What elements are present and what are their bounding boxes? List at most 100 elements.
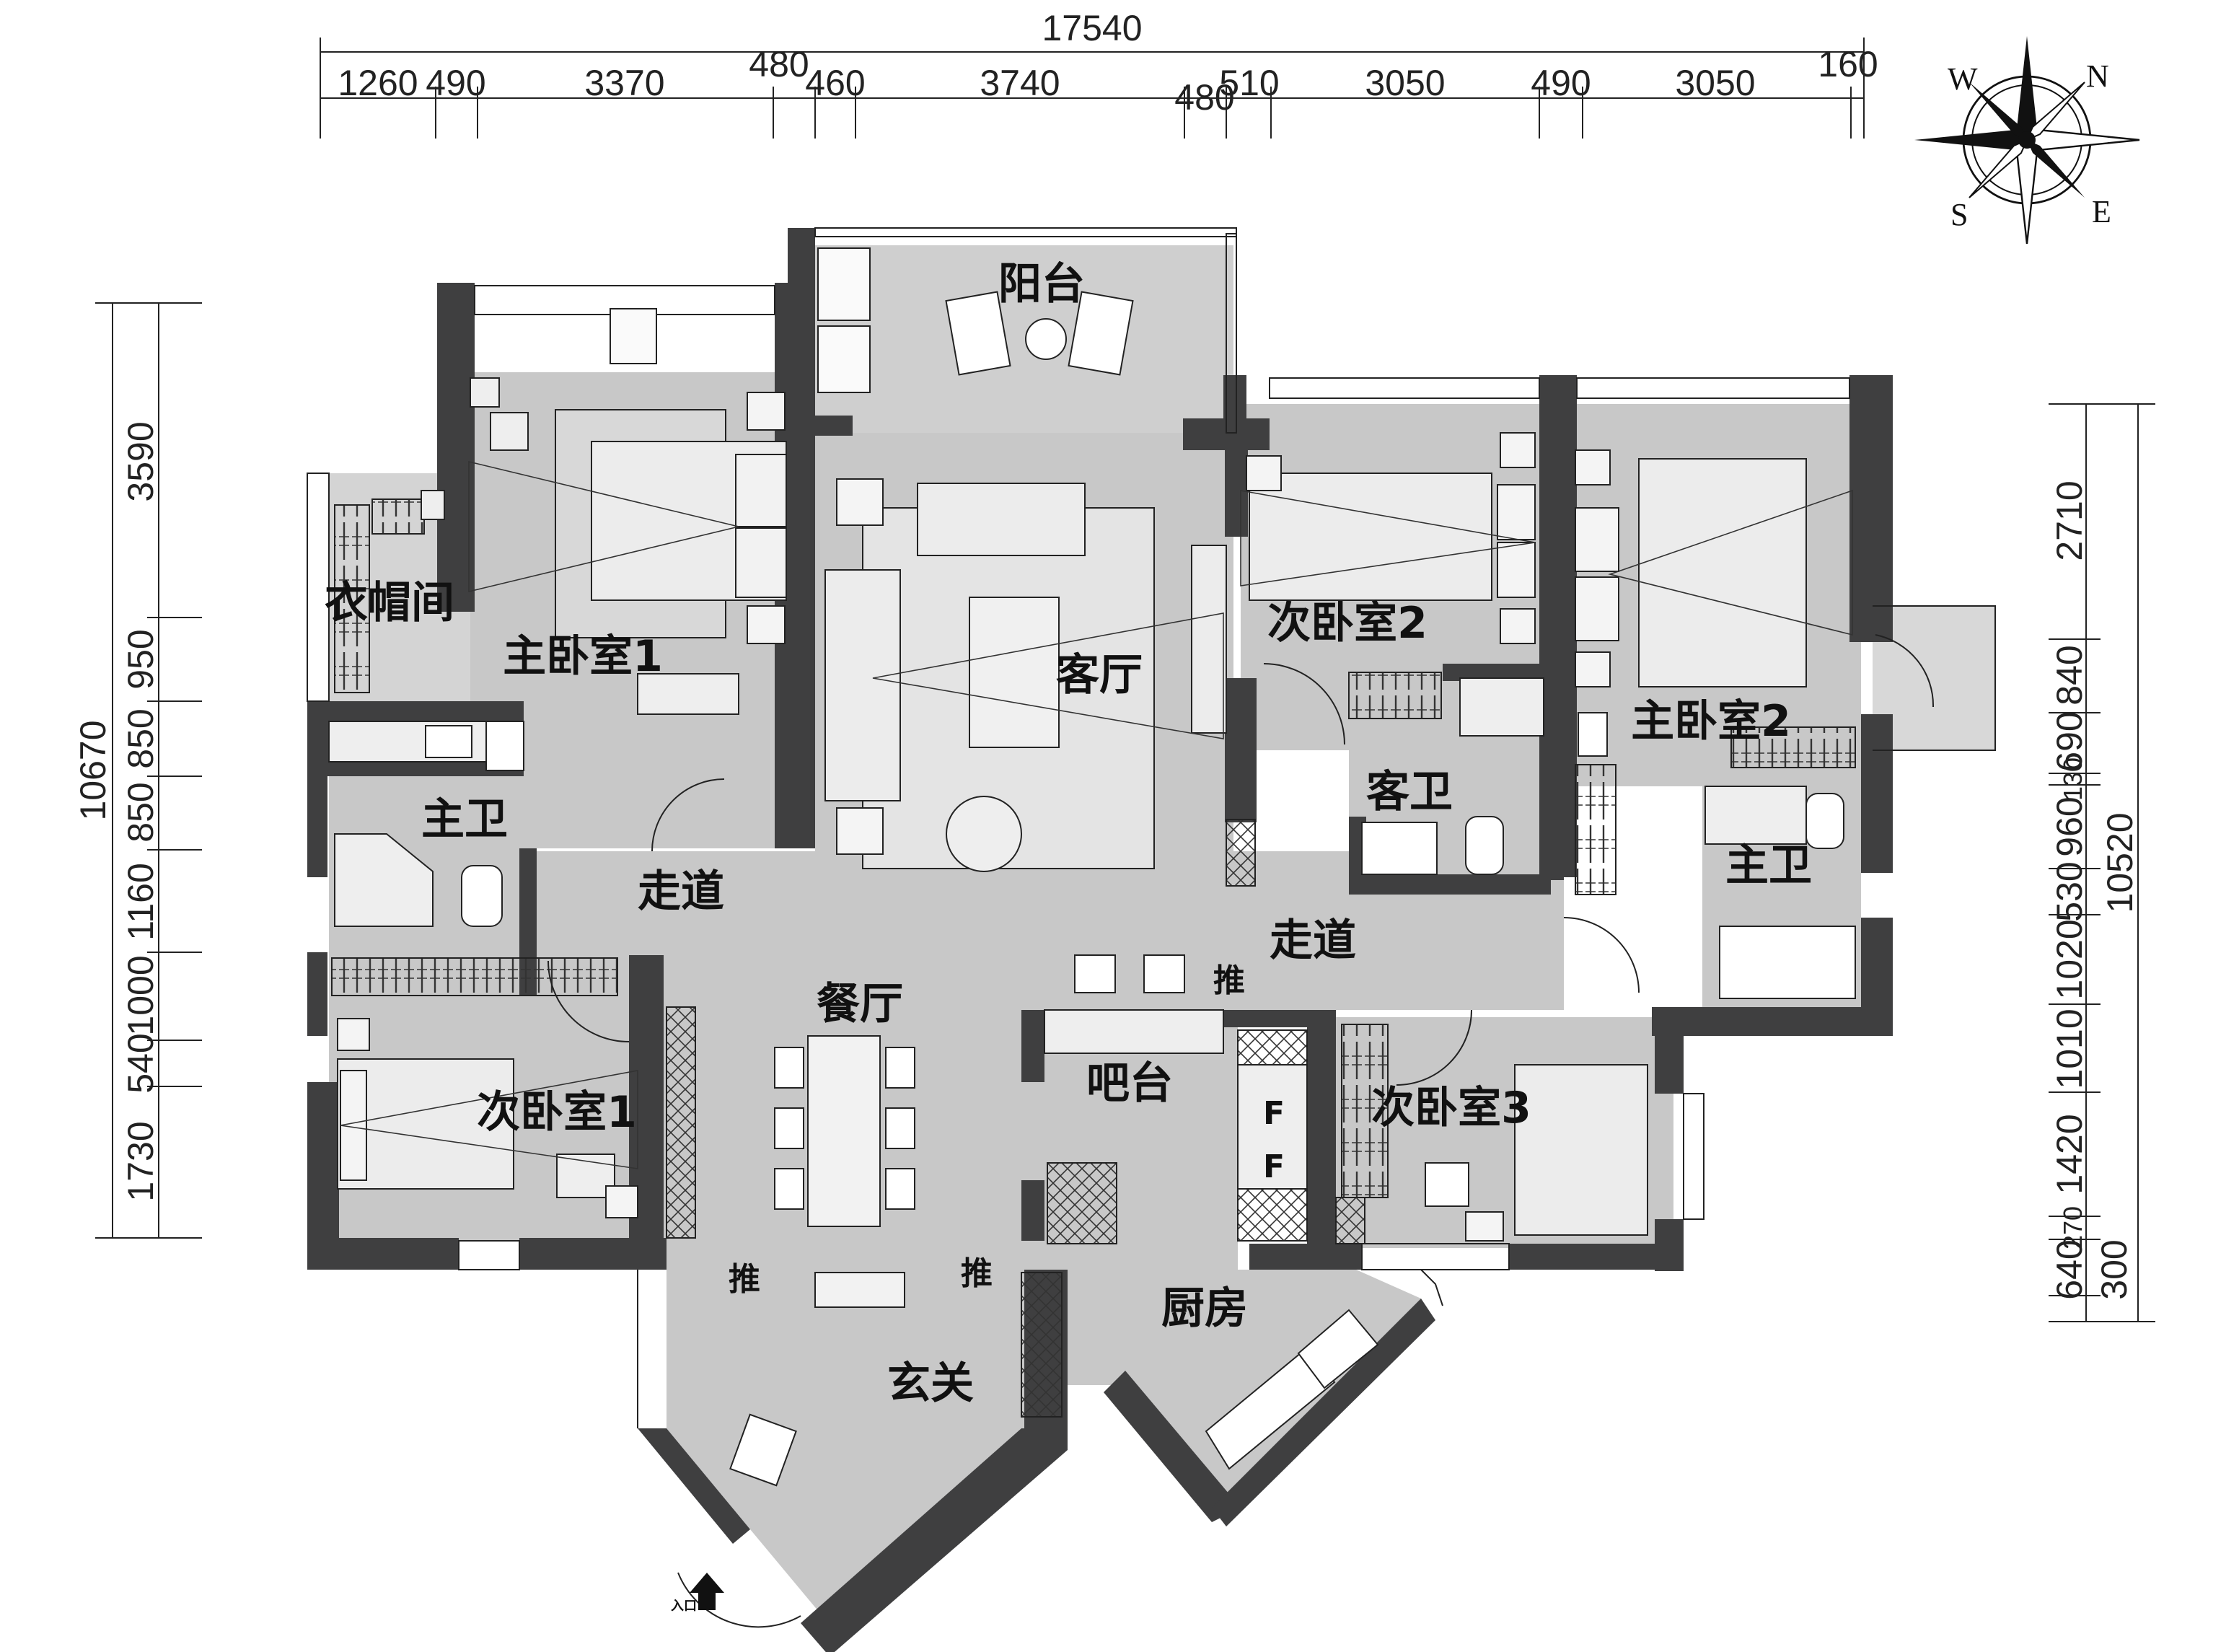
compass-icon bbox=[1914, 36, 2140, 245]
nightstand-sb1 bbox=[605, 1185, 638, 1218]
dining-chair-3 bbox=[774, 1168, 804, 1210]
compass-letters: W N S E bbox=[1948, 58, 2111, 232]
nightstand-mb1-a bbox=[747, 392, 786, 431]
label-secondary-bedroom-1: 次卧室1 bbox=[477, 1087, 637, 1138]
window-sb3-east bbox=[1683, 1093, 1704, 1220]
dim-top-3: 3370 bbox=[584, 63, 664, 103]
washer-balcony bbox=[817, 247, 871, 321]
label-bar-counter: 吧台 bbox=[1086, 1058, 1173, 1109]
dim-right-11: 640 bbox=[2049, 1239, 2090, 1299]
window-balcony-north bbox=[814, 227, 1237, 237]
tall-cabinet-b bbox=[1237, 1188, 1308, 1242]
wall-bar-west-b bbox=[1021, 1180, 1044, 1241]
label-push-3: 推 bbox=[1213, 962, 1245, 999]
stove-kitchen bbox=[1205, 1348, 1336, 1470]
label-push-1: 推 bbox=[729, 1261, 760, 1298]
wardrobe-sb3 bbox=[1341, 1024, 1389, 1198]
pillow-sb2-b bbox=[1497, 542, 1536, 598]
pillow-sb2-a bbox=[1497, 484, 1536, 540]
vanity-mb2 bbox=[1704, 786, 1807, 845]
label-dining-room: 餐厅 bbox=[817, 979, 903, 1029]
wall-sb1-west-a bbox=[307, 952, 327, 1036]
pillow-mb2-b bbox=[1575, 576, 1619, 641]
compass-n: N bbox=[2086, 58, 2109, 94]
door-entry bbox=[677, 1572, 801, 1628]
label-master-bedroom-2: 主卧室2 bbox=[1631, 696, 1791, 747]
chair-balcony-b bbox=[1068, 291, 1134, 376]
nightstand-sb2-a bbox=[1500, 432, 1536, 468]
wardrobe-sb2 bbox=[1348, 672, 1442, 719]
tv-console bbox=[1191, 545, 1227, 734]
shower-mb1 bbox=[334, 833, 434, 927]
dimension-right-labels: 10520 2710 840 690 130 960 530 1020 1010… bbox=[2049, 480, 2140, 1299]
dim-right-1: 2710 bbox=[2049, 480, 2090, 561]
furniture bbox=[328, 247, 1856, 1487]
wall-living-east-a bbox=[1225, 450, 1248, 537]
small-balcony-floor bbox=[1873, 606, 1995, 750]
lamp-sb1 bbox=[337, 1018, 370, 1051]
toilet-guest bbox=[1465, 816, 1504, 875]
compass-s: S bbox=[1950, 197, 1968, 232]
wall-fridge-east bbox=[1307, 1010, 1336, 1270]
vanity-guest bbox=[1361, 822, 1438, 875]
wardrobe-sb1 bbox=[331, 957, 618, 996]
wall-mbath2-south bbox=[1652, 1007, 1893, 1036]
coffee-table-living bbox=[969, 597, 1060, 748]
nightstand-sb2-b bbox=[1500, 608, 1536, 644]
label-corridor-right: 走道 bbox=[1270, 915, 1356, 966]
shower-guest bbox=[1459, 677, 1544, 737]
bar-stool-1 bbox=[1074, 954, 1116, 993]
dining-chair-1 bbox=[774, 1047, 804, 1089]
door-mb1 bbox=[651, 778, 725, 852]
windows bbox=[307, 227, 1996, 1428]
bathtub-mb2 bbox=[1719, 926, 1856, 999]
dim-right-8: 1010 bbox=[2049, 1009, 2090, 1089]
nightstand-mb2-a bbox=[1575, 449, 1611, 486]
dining-chair-5 bbox=[885, 1107, 915, 1149]
door-mb2 bbox=[1563, 917, 1640, 993]
window-small-balcony bbox=[1873, 605, 1996, 751]
wall-ne-col bbox=[1223, 375, 1246, 447]
toilet-mb2 bbox=[1805, 793, 1844, 849]
label-guest-bath: 客卫 bbox=[1366, 767, 1453, 817]
tall-cabinet-a bbox=[1237, 1029, 1308, 1066]
dim-top-8: 510 bbox=[1219, 63, 1279, 103]
doors bbox=[547, 634, 1935, 1628]
dim-right-9: 1420 bbox=[2049, 1114, 2090, 1194]
wall-sb1-south-b bbox=[519, 1238, 667, 1270]
wall-gbath-east bbox=[1547, 664, 1564, 880]
light-mb2 bbox=[1608, 489, 1853, 636]
dim-top-4: 480 bbox=[749, 44, 809, 84]
balcony-floor bbox=[815, 245, 1233, 433]
dim-right-6: 530 bbox=[2049, 861, 2090, 921]
armchair-bench-living bbox=[917, 483, 1086, 556]
wardrobe-mb2-b bbox=[1730, 726, 1856, 768]
nightstand-mb1-b bbox=[747, 605, 786, 644]
wall-kitchen-south bbox=[1212, 1299, 1435, 1526]
bar-stool-2 bbox=[1143, 954, 1185, 993]
dim-top-7: 480 bbox=[1174, 77, 1234, 118]
dryer-balcony bbox=[817, 325, 871, 393]
entry-arrow-icon bbox=[690, 1573, 724, 1610]
wall-sb1-south-a bbox=[307, 1238, 459, 1270]
dim-top-11: 3050 bbox=[1675, 63, 1755, 103]
dim-top-12: 160 bbox=[1818, 44, 1878, 84]
label-secondary-bedroom-2: 次卧室2 bbox=[1267, 598, 1428, 649]
dim-left-8: 1730 bbox=[120, 1121, 161, 1201]
dim-right-2: 840 bbox=[2049, 645, 2090, 705]
bed-sb3 bbox=[1514, 1064, 1648, 1236]
toilet-mb1 bbox=[461, 865, 503, 927]
window-cloak bbox=[307, 473, 330, 702]
wall-sb3-south-a bbox=[1249, 1244, 1362, 1270]
label-master-bath-2: 主卫 bbox=[1725, 840, 1812, 891]
compass-w: W bbox=[1948, 61, 1978, 97]
dim-right-10: 270 bbox=[2058, 1206, 2088, 1249]
dim-right-4: 130 bbox=[2058, 757, 2088, 801]
dim-top-2: 490 bbox=[426, 63, 485, 103]
label-cloakroom: 衣帽间 bbox=[325, 578, 454, 628]
dimension-top bbox=[320, 38, 1865, 139]
cabinet-mb1 bbox=[485, 721, 524, 771]
cabinet-sb3 bbox=[1335, 1197, 1365, 1244]
label-fridge-2: F bbox=[1263, 1148, 1285, 1185]
